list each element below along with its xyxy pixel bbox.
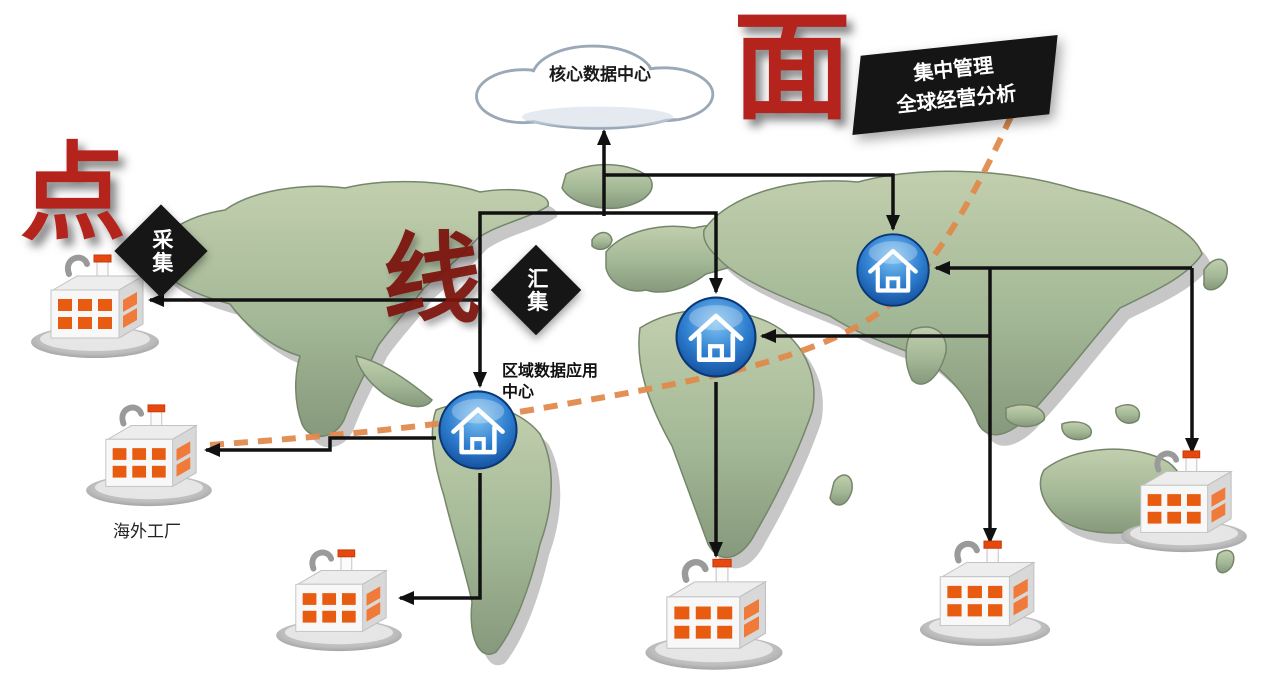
regional-data-center-icon	[855, 232, 931, 308]
factory-icon	[638, 554, 790, 674]
core-data-center-label: 核心数据中心	[549, 65, 651, 84]
factory-icon	[912, 536, 1058, 650]
regional-center-label-line1: 区域数据应用	[502, 363, 599, 380]
collect-diamond-label: 采集	[149, 228, 173, 274]
connector-arrows	[148, 129, 1199, 605]
connector-arrow	[604, 211, 723, 294]
connector-arrow	[204, 436, 436, 457]
regional-data-center-icon	[674, 295, 758, 379]
factory-icon	[1114, 446, 1254, 556]
continents	[149, 164, 1235, 655]
keyword-line: 线	[383, 227, 482, 335]
connector-arrow	[604, 173, 900, 231]
trend-dashed-line	[209, 38, 1049, 448]
connector-arrow	[398, 473, 482, 605]
converge-diamond-label: 汇集	[524, 267, 548, 313]
factory-icon	[270, 545, 408, 655]
overseas-factory-label: 海外工厂	[113, 522, 181, 541]
connector-arrow	[473, 211, 604, 388]
regional-center-label-line2: 中心	[502, 383, 535, 401]
cloud-icon	[475, 44, 715, 130]
factory-icon	[80, 400, 218, 510]
keyword-plane: 面	[733, 3, 852, 134]
regional-center-label: 区域数据应用 中心	[502, 362, 598, 404]
keyword-point: 点	[20, 136, 126, 253]
